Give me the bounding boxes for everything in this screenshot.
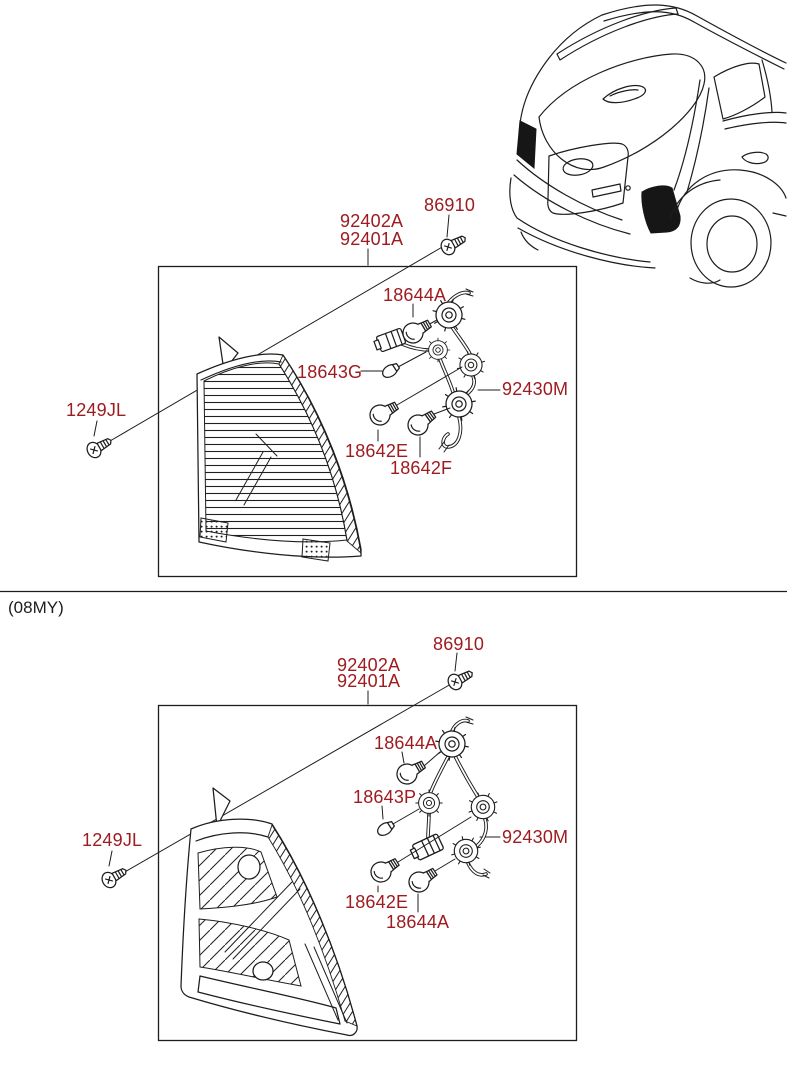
part-label-18644a[interactable]: 18644A xyxy=(383,285,447,305)
brand-emblem xyxy=(562,158,594,176)
bulb-socket-icon xyxy=(462,786,504,828)
screw-icon xyxy=(83,432,116,461)
wiring-harness-bottom xyxy=(408,716,504,879)
rear-bumper xyxy=(509,177,651,263)
part-label-92430m[interactable]: 92430M xyxy=(502,379,569,399)
bulb-icon xyxy=(403,405,440,440)
mount-tab xyxy=(212,787,231,828)
bottom-diagram xyxy=(98,652,578,1042)
bulb-socket-icon xyxy=(451,345,491,385)
part-label-92401a[interactable]: 92401A xyxy=(340,229,404,249)
tailgate-handle xyxy=(591,183,622,198)
part-label-18642e[interactable]: 18642E xyxy=(345,441,409,461)
rear-wheel xyxy=(690,198,772,288)
bulb-icon xyxy=(392,755,430,789)
part-label-86910-08my[interactable]: 86910 xyxy=(433,634,485,654)
screw-icon xyxy=(437,230,470,258)
tail-lamp-drawing-08my xyxy=(180,787,358,1037)
assembly-box-top xyxy=(157,265,578,578)
d-pillar xyxy=(673,79,710,193)
assembly-box-bottom xyxy=(157,704,578,1042)
part-label-18644a-bottom-08my[interactable]: 18644A xyxy=(386,912,450,932)
bulb-icon xyxy=(366,852,404,887)
harness-connector-icon xyxy=(372,327,407,354)
part-label-1249jl[interactable]: 1249JL xyxy=(66,400,127,420)
harness-connector-icon xyxy=(408,832,445,863)
vehicle-illustration xyxy=(509,4,787,288)
part-label-92430m-08my[interactable]: 92430M xyxy=(502,827,569,847)
wheel-arch xyxy=(675,169,787,214)
part-label-1249jl-08my[interactable]: 1249JL xyxy=(82,830,143,850)
rear-wiper xyxy=(602,85,647,104)
bulb-socket-icon xyxy=(425,337,451,363)
rear-glass xyxy=(538,53,706,171)
wedge-bulb-icon xyxy=(379,360,402,381)
bulb-socket-icon xyxy=(447,832,485,870)
license-recess xyxy=(547,142,629,215)
tail-lamp-left-silhouette xyxy=(516,120,537,170)
screw-icon xyxy=(98,862,131,891)
part-label-18643p-08my[interactable]: 18643P xyxy=(353,787,417,807)
bulb-socket-icon xyxy=(432,724,472,764)
part-label-18643g[interactable]: 18643G xyxy=(297,362,363,382)
part-label-18642e-08my[interactable]: 18642E xyxy=(345,892,409,912)
model-year-note: (08MY) xyxy=(8,598,64,617)
roof-rail xyxy=(556,7,679,61)
screw-icon xyxy=(444,665,477,693)
part-label-18644a-top-08my[interactable]: 18644A xyxy=(374,733,438,753)
part-label-92402a-08my[interactable]: 92402A xyxy=(337,655,401,675)
part-label-18642f[interactable]: 18642F xyxy=(390,458,453,478)
wedge-bulb-icon xyxy=(374,818,397,839)
leader-lines xyxy=(109,245,445,442)
tail-lamp-right-silhouette xyxy=(641,185,681,234)
part-label-92402a[interactable]: 92402A xyxy=(340,211,404,231)
leader-lines xyxy=(122,683,452,874)
bulb-socket-icon xyxy=(415,789,443,817)
part-label-92401a-08my[interactable]: 92401A xyxy=(337,671,401,691)
bulb-icon xyxy=(404,862,442,897)
part-label-86910[interactable]: 86910 xyxy=(424,195,476,215)
tail-lamp-drawing-top xyxy=(196,336,362,562)
quarter-window xyxy=(713,62,766,120)
door-handle xyxy=(741,151,769,165)
bulb-icon xyxy=(365,396,403,430)
top-diagram xyxy=(83,214,578,578)
